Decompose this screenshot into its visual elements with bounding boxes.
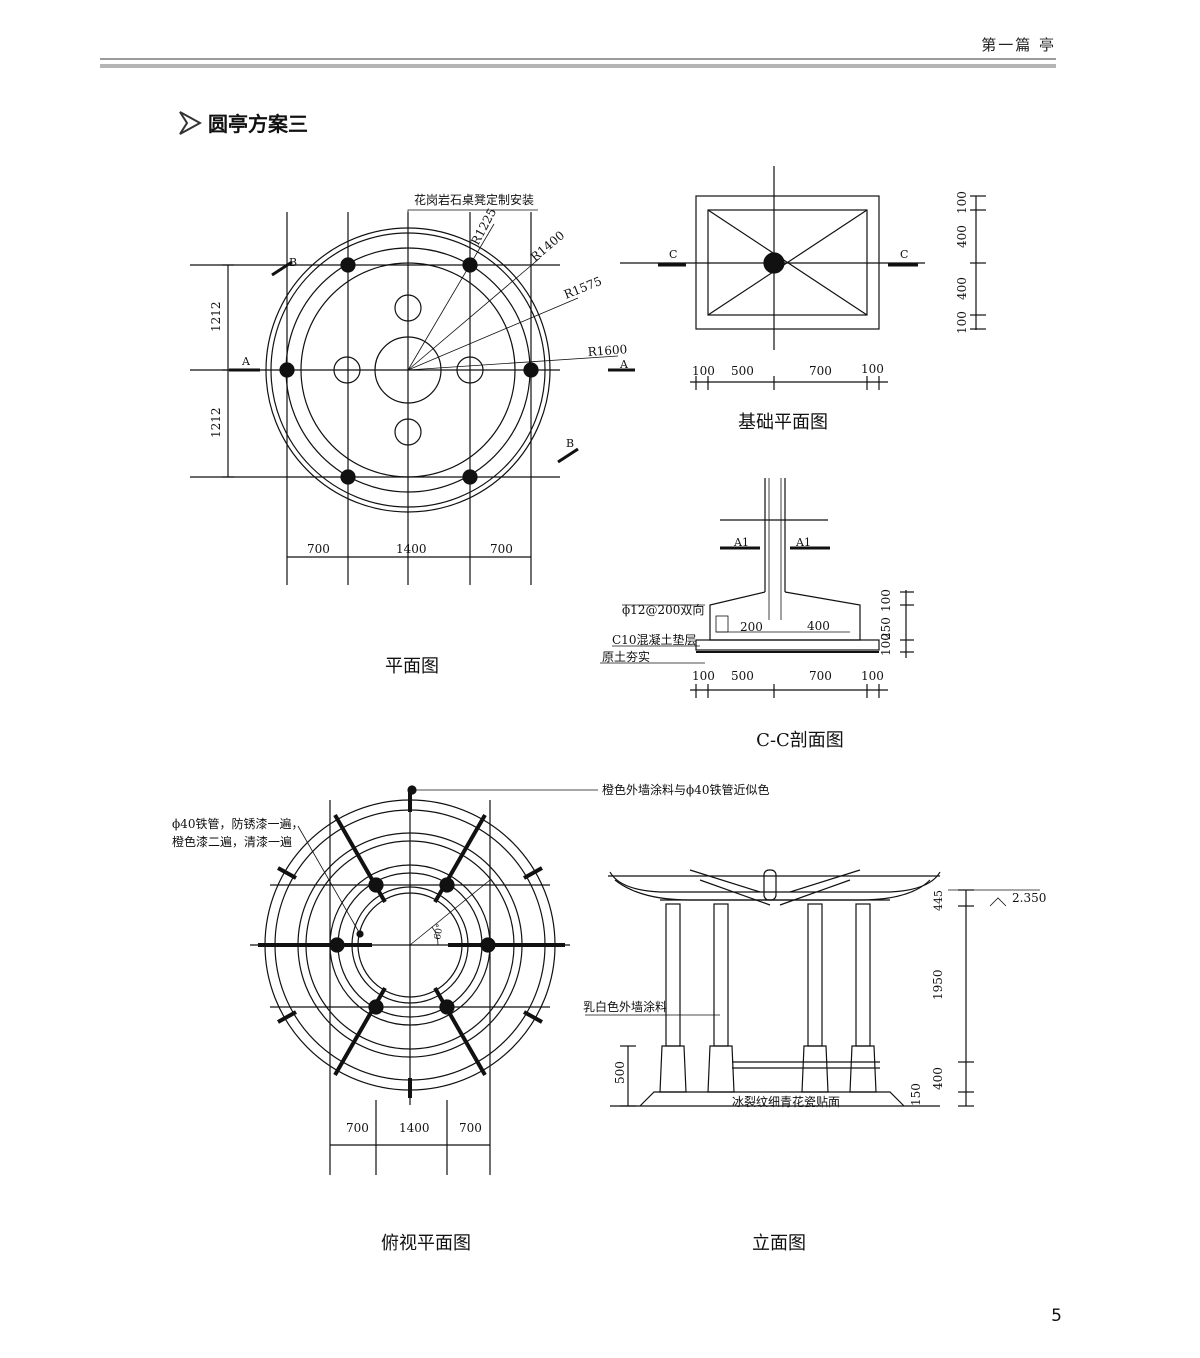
page-header: 第一篇 亭 xyxy=(100,28,1056,72)
cc-soil-note: 原土夯实 xyxy=(602,649,650,664)
plan-sec-a-left: A xyxy=(241,355,251,368)
top-note-pipe-2: 橙色漆二遍，清漆一遍 xyxy=(172,834,292,849)
fplan-dim-v-3: 400 xyxy=(955,277,969,300)
plan-note-table: 花岗岩石桌凳定制安装 xyxy=(414,192,534,207)
elev-dim-v-4: 150 xyxy=(909,1083,923,1106)
elev-dim-bench: 500 xyxy=(613,1061,627,1084)
fplan-dim-h-3: 700 xyxy=(809,364,832,378)
plan-dim-h-1: 700 xyxy=(307,542,330,556)
caption-elevation: 立面图 xyxy=(752,1233,806,1254)
cc-dim-v-1: 100 xyxy=(879,589,893,612)
fplan-dim-h-4: 100 xyxy=(861,362,884,376)
plan-sec-b-top: B xyxy=(289,256,297,269)
elev-dim-v-2: 1950 xyxy=(931,969,945,1000)
plan-dim-h-3: 700 xyxy=(490,542,513,556)
fplan-dim-h-1: 100 xyxy=(692,364,715,378)
chapter-label: 第一篇 亭 xyxy=(981,36,1056,54)
fplan-dim-v-4: 100 xyxy=(955,311,969,334)
elevation-drawing xyxy=(585,869,1040,1107)
top-note-color: 橙色外墙涂料与ϕ40铁管近似色 xyxy=(602,782,769,797)
caption-section-cc: C-C剖面图 xyxy=(756,730,844,751)
section-cc-drawing xyxy=(600,478,914,698)
arrow-icon xyxy=(179,111,203,135)
cc-cushion-note: C10混凝土垫层 xyxy=(612,632,696,647)
plan-dim-v-1: 1212 xyxy=(209,301,223,332)
fplan-dim-h-2: 500 xyxy=(731,364,754,378)
cc-dim-v-3: 100 xyxy=(879,633,893,656)
plan-drawing xyxy=(190,209,635,585)
plan-radius-1: R1225 xyxy=(468,206,499,248)
cc-rebar-note: ϕ12@200双向 xyxy=(622,602,704,617)
plan-radius-3: R1575 xyxy=(562,274,604,302)
elev-level: 2.350 xyxy=(1012,891,1046,905)
plan-sec-a-right: A xyxy=(619,358,629,371)
header-rule-thin xyxy=(100,58,1056,60)
cc-dim-h-3: 700 xyxy=(809,669,832,683)
section-title-text: 圆亭方案三 xyxy=(208,112,308,136)
elev-note-tile: 冰裂纹细青花瓷贴面 xyxy=(732,1094,840,1109)
plan-radius-2: R1400 xyxy=(528,228,567,264)
top-note-pipe-1: ϕ40铁管，防锈漆一遍， xyxy=(172,816,303,831)
header-rule-thick xyxy=(100,64,1056,68)
elev-dim-v-3: 400 xyxy=(931,1067,945,1090)
caption-top-view: 俯视平面图 xyxy=(381,1233,471,1254)
top-dim-h-3: 700 xyxy=(459,1121,482,1135)
plan-sec-b-bottom: B xyxy=(566,437,574,450)
top-dim-h-1: 700 xyxy=(346,1121,369,1135)
top-view-drawing xyxy=(250,785,598,1175)
fplan-dim-v-2: 400 xyxy=(955,225,969,248)
section-title: 圆亭方案三 xyxy=(178,108,308,137)
cc-dim-v-2: 250 xyxy=(879,617,893,640)
cc-dim-h-4: 100 xyxy=(861,669,884,683)
plan-dim-h-2: 1400 xyxy=(396,542,427,556)
top-angle: 60° xyxy=(433,923,446,940)
plan-dim-v-2: 1212 xyxy=(209,407,223,438)
elev-dim-v-1: 445 xyxy=(932,890,945,911)
foundation-plan-drawing xyxy=(620,166,986,390)
page-number: 5 xyxy=(1051,1306,1062,1326)
cc-inner-dim-1: 200 xyxy=(740,620,763,634)
caption-plan: 平面图 xyxy=(385,656,439,677)
cc-dim-h-1: 100 xyxy=(692,669,715,683)
fplan-sec-c-left: C xyxy=(669,248,677,261)
elev-note-paint: 乳白色外墙涂料 xyxy=(583,999,667,1014)
caption-foundation-plan: 基础平面图 xyxy=(738,412,828,433)
top-dim-h-2: 1400 xyxy=(399,1121,430,1135)
plan-radius-4: R1600 xyxy=(587,342,627,359)
cc-dim-h-2: 500 xyxy=(731,669,754,683)
cc-sec-a1-right: A1 xyxy=(795,536,811,549)
fplan-sec-c-right: C xyxy=(900,248,908,261)
fplan-dim-v-1: 100 xyxy=(955,191,969,214)
cc-inner-dim-2: 400 xyxy=(807,619,830,633)
cc-sec-a1-left: A1 xyxy=(733,536,749,549)
